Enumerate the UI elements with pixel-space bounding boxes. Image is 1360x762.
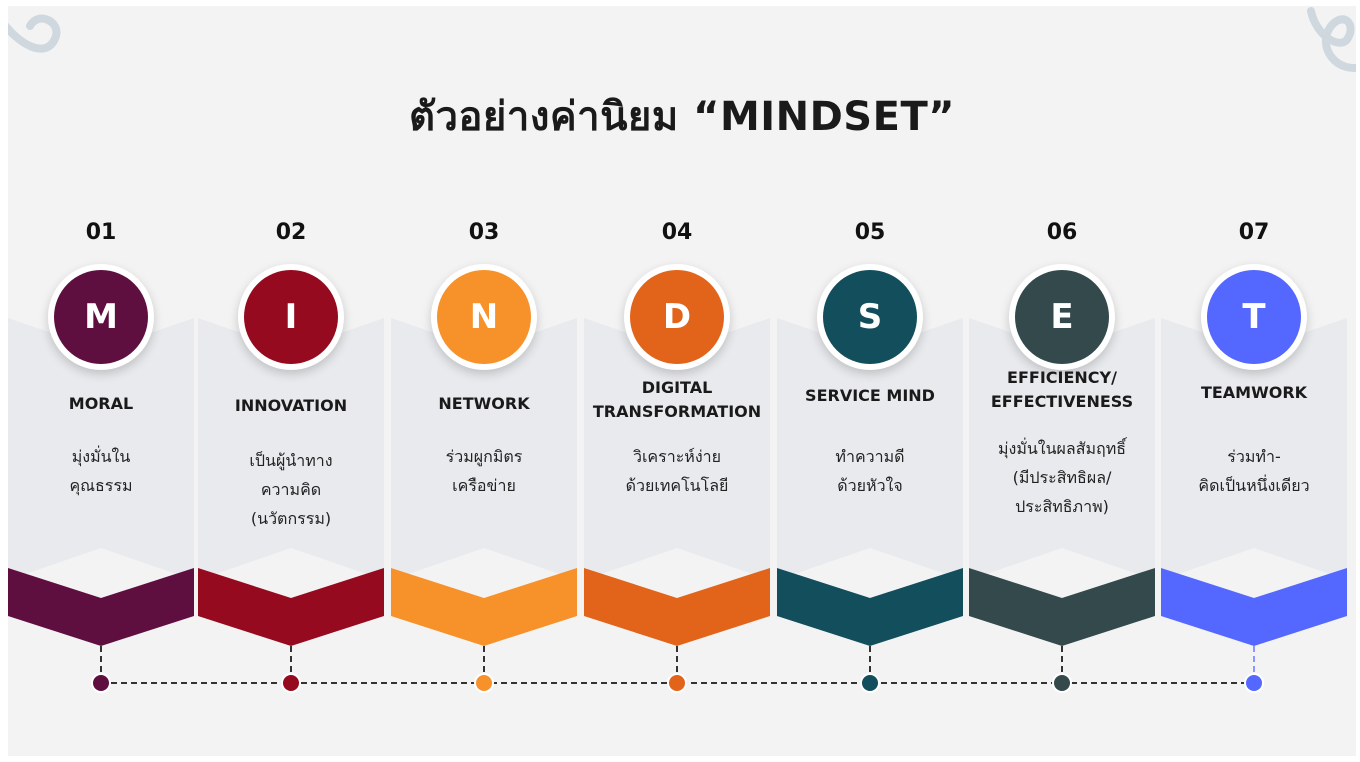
timeline-connector: [676, 646, 678, 682]
letter: N: [469, 297, 499, 337]
letter-circle: S: [823, 270, 917, 364]
page-title: ตัวอย่างค่านิยม “MINDSET”: [408, 94, 956, 140]
decorative-swirl-left: [8, 14, 61, 53]
item-number: 05: [854, 220, 886, 245]
mindset-item: 03 N NETWORK ร่วมผูกมิตร เครือข่าย: [391, 6, 577, 756]
item-chevron: [777, 568, 963, 646]
item-chevron: [1161, 568, 1347, 646]
item-description: เป็นผู้นำทาง ความคิด (นวัตกรรม): [249, 451, 333, 528]
timeline-connector: [869, 646, 871, 682]
timeline-dot: [93, 675, 109, 691]
mindset-item: 01 M MORAL มุ่งมั่นใน คุณธรรม: [8, 6, 194, 756]
item-number: 02: [275, 220, 307, 245]
timeline-connector: [100, 646, 102, 682]
letter-badge: E: [1009, 264, 1115, 370]
item-description: ร่วมทำ- คิดเป็นหนึ่งเดียว: [1198, 447, 1310, 495]
item-name: DIGITAL TRANSFORMATION: [592, 378, 762, 421]
item-description: ทำความดี ด้วยหัวใจ: [835, 447, 905, 495]
timeline-dot: [1054, 675, 1070, 691]
decorative-swirl-right: [1307, 7, 1356, 72]
letter-badge: T: [1201, 264, 1307, 370]
item-name: INNOVATION: [234, 396, 348, 415]
letter-circle: M: [54, 270, 148, 364]
item-description: มุ่งมั่นในผลสัมฤทธิ์ (มีประสิทธิผล/ ประส…: [997, 439, 1127, 516]
mindset-item: 05 S SERVICE MIND ทำความดี ด้วยหัวใจ: [777, 6, 963, 756]
item-chevron: [584, 568, 770, 646]
timeline-connector: [1253, 646, 1255, 682]
letter-circle: N: [437, 270, 531, 364]
letter: I: [284, 297, 298, 337]
mindset-item: 07 T TEAMWORK ร่วมทำ- คิดเป็นหนึ่งเดียว: [1161, 6, 1347, 756]
letter-circle: I: [244, 270, 338, 364]
item-name: TEAMWORK: [1200, 383, 1308, 402]
mindset-item: 06 E EFFICIENCY/ EFFECTIVENESS มุ่งมั่นใ…: [969, 6, 1155, 756]
item-name: MORAL: [68, 394, 134, 413]
item-description: มุ่งมั่นใน คุณธรรม: [69, 447, 133, 495]
item-number: 01: [85, 220, 117, 245]
item-name: NETWORK: [438, 394, 530, 413]
letter-circle: D: [630, 270, 724, 364]
item-number: 06: [1046, 220, 1078, 245]
item-chevron: [969, 568, 1155, 646]
timeline-connector: [483, 646, 485, 682]
item-number: 04: [661, 220, 693, 245]
letter: T: [1242, 297, 1266, 337]
timeline-dot: [862, 675, 878, 691]
letter-badge: D: [624, 264, 730, 370]
item-chevron: [391, 568, 577, 646]
item-name: SERVICE MIND: [805, 386, 935, 405]
letter: D: [662, 297, 692, 337]
item-name: EFFICIENCY/ EFFECTIVENESS: [990, 368, 1134, 411]
slide: ตัวอย่างค่านิยม “MINDSET” 01 M MORAL มุ่…: [8, 6, 1356, 756]
mindset-item: 04 D DIGITAL TRANSFORMATION วิเคราะห์ง่า…: [584, 6, 770, 756]
timeline-connector: [290, 646, 292, 682]
timeline-dot: [1246, 675, 1262, 691]
letter-circle: T: [1207, 270, 1301, 364]
item-number: 07: [1238, 220, 1270, 245]
letter: S: [857, 297, 883, 337]
item-chevron: [198, 568, 384, 646]
timeline-dot: [476, 675, 492, 691]
letter: M: [84, 297, 118, 337]
letter-badge: S: [817, 264, 923, 370]
timeline-connector: [1061, 646, 1063, 682]
timeline-dot: [669, 675, 685, 691]
item-description: วิเคราะห์ง่าย ด้วยเทคโนโลยี: [625, 447, 729, 495]
item-number: 03: [468, 220, 500, 245]
letter-badge: N: [431, 264, 537, 370]
letter-badge: I: [238, 264, 344, 370]
letter-circle: E: [1015, 270, 1109, 364]
letter: E: [1050, 297, 1074, 337]
letter-badge: M: [48, 264, 154, 370]
mindset-item: 02 I INNOVATION เป็นผู้นำทาง ความคิด (นว…: [198, 6, 384, 756]
item-chevron: [8, 568, 194, 646]
timeline-dot: [283, 675, 299, 691]
item-description: ร่วมผูกมิตร เครือข่าย: [445, 447, 523, 495]
